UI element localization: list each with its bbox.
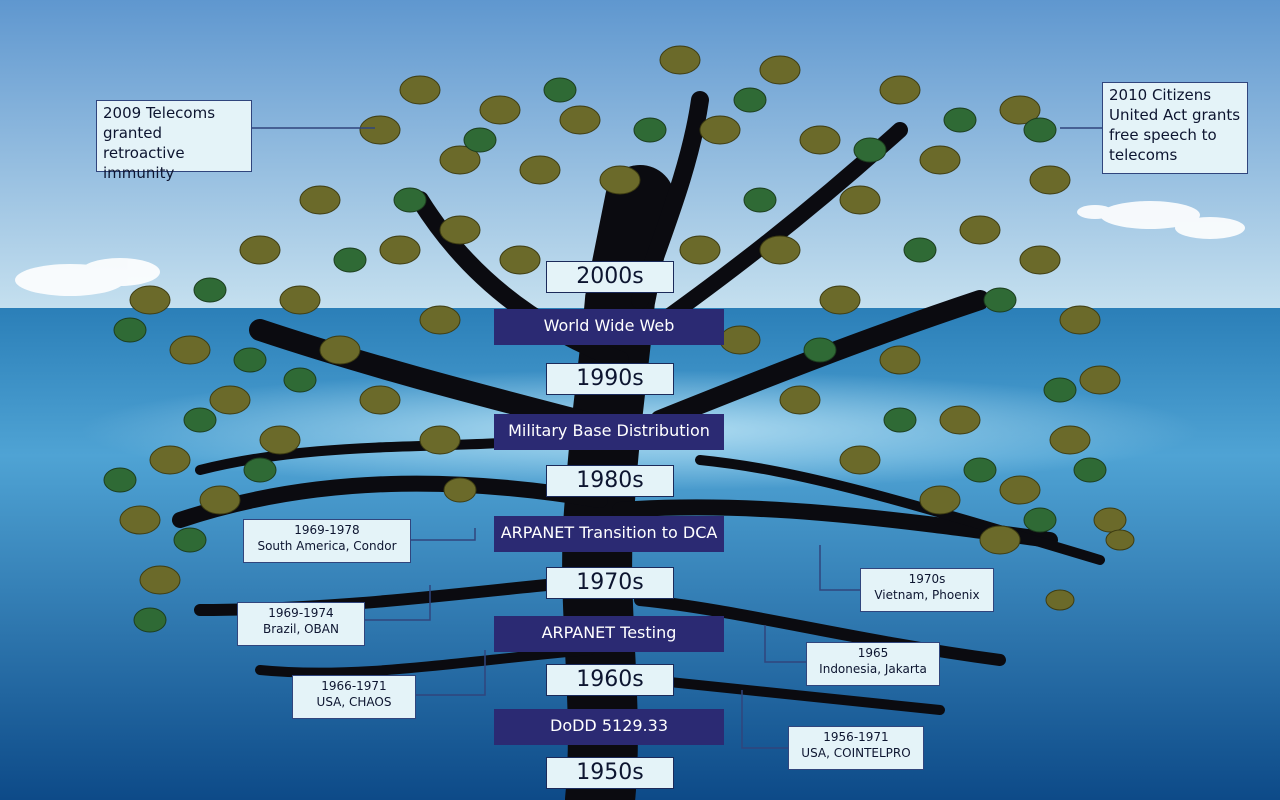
milestone-arpanet-testing: ARPANET Testing	[494, 616, 724, 652]
clouds	[15, 201, 1245, 296]
milestone-dodd-5129: DoDD 5129.33	[494, 709, 724, 745]
callout-place: South America, Condor	[257, 539, 397, 553]
callout-line: 2010 Citizens	[1109, 86, 1212, 104]
callout-jakarta: 1965 Indonesia, Jakarta	[806, 642, 940, 686]
callout-condor: 1969-1978 South America, Condor	[243, 519, 411, 563]
decade-label-2000s: 2000s	[546, 261, 674, 293]
leaf-canopy	[103, 45, 1135, 633]
callout-line: telecoms	[1109, 146, 1178, 164]
callout-oban: 1969-1974 Brazil, OBAN	[237, 602, 365, 646]
callout-place: Brazil, OBAN	[263, 622, 339, 636]
callout-line: granted retroactive	[103, 124, 185, 162]
callout-line: immunity	[103, 164, 175, 182]
decade-label-1990s: 1990s	[546, 363, 674, 395]
callout-date: 1965	[857, 646, 889, 660]
callout-line: 2009 Telecoms	[103, 104, 216, 122]
milestone-world-wide-web: World Wide Web	[494, 309, 724, 345]
milestone-military-base-distribution: Military Base Distribution	[494, 414, 724, 450]
callout-2009-telecoms: 2009 Telecoms granted retroactive immuni…	[96, 100, 252, 182]
callout-place: Indonesia, Jakarta	[819, 662, 927, 676]
callout-place: USA, CHAOS	[316, 695, 392, 709]
callout-2010-citizens-united: 2010 Citizens United Act grants free spe…	[1102, 82, 1248, 174]
callout-chaos: 1966-1971 USA, CHAOS	[292, 675, 416, 719]
decade-label-1960s: 1960s	[546, 664, 674, 696]
callout-line: United Act grants	[1109, 106, 1241, 124]
callout-phoenix: 1970s Vietnam, Phoenix	[860, 568, 994, 612]
callout-date: 1969-1974	[268, 606, 334, 620]
decade-label-1980s: 1980s	[546, 465, 674, 497]
decade-label-1970s: 1970s	[546, 567, 674, 599]
callout-date: 1970s	[908, 572, 946, 586]
callout-cointelpro: 1956-1971 USA, COINTELPRO	[788, 726, 924, 770]
callout-date: 1966-1971	[321, 679, 387, 693]
connector-lines	[250, 127, 1102, 749]
callout-date: 1956-1971	[823, 730, 889, 744]
callout-date: 1969-1978	[294, 523, 360, 537]
callout-place: USA, COINTELPRO	[801, 746, 911, 760]
decade-label-1950s: 1950s	[546, 757, 674, 789]
milestone-arpanet-transition: ARPANET Transition to DCA	[494, 516, 724, 552]
callout-line: free speech to	[1109, 126, 1217, 144]
callout-place: Vietnam, Phoenix	[874, 588, 980, 602]
